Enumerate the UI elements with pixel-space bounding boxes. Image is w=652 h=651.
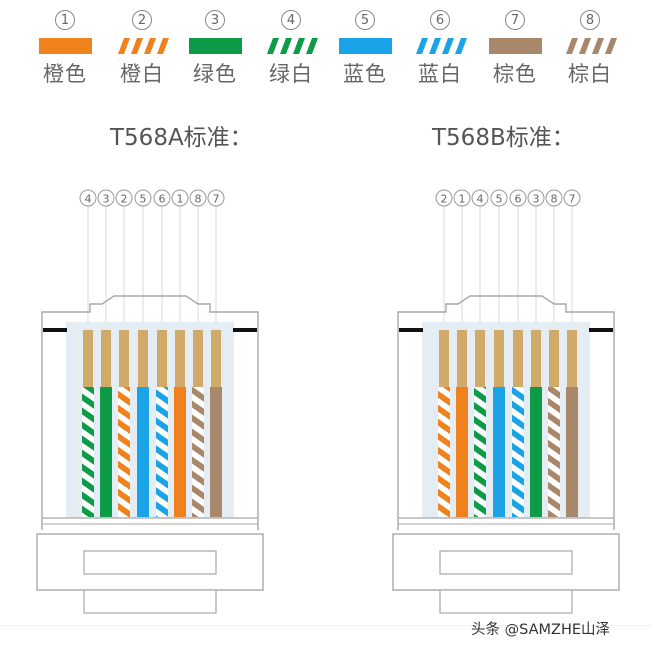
pin-label: 6	[153, 189, 171, 330]
color-legend: 1 橙色 2 橙白 3 绿色 4 绿白 5 蓝色 6 蓝白 7 棕色 8 棕白	[0, 10, 652, 102]
pin-label: 3	[527, 189, 545, 330]
legend-label: 橙白	[120, 62, 164, 86]
svg-text:2: 2	[121, 193, 128, 206]
svg-text:1: 1	[177, 193, 184, 206]
legend-item: 3 绿色	[180, 10, 250, 88]
pin-label: 4	[471, 189, 489, 330]
striped-swatch-icon	[565, 38, 617, 54]
svg-text:6: 6	[159, 193, 166, 206]
pin-label: 2	[435, 189, 453, 330]
svg-text:7: 7	[213, 193, 220, 206]
svg-text:5: 5	[496, 193, 503, 206]
wire-1	[438, 330, 450, 517]
pin-label: 7	[207, 189, 225, 330]
svg-text:6: 6	[515, 193, 522, 206]
wire-5	[156, 330, 168, 517]
svg-text:4: 4	[85, 193, 92, 206]
pin-label: 8	[189, 189, 207, 330]
pin-label: 3	[97, 189, 115, 330]
legend-number: 5	[355, 10, 375, 30]
divider	[0, 625, 652, 626]
wire-3	[118, 330, 130, 517]
striped-swatch-icon	[117, 38, 169, 54]
legend-label: 橙色	[43, 62, 87, 86]
legend-item: 5 蓝色	[330, 10, 400, 88]
svg-text:8: 8	[551, 193, 558, 206]
wire-4	[493, 330, 505, 517]
legend-item: 8 棕白	[555, 10, 625, 88]
legend-item: 7 棕色	[480, 10, 550, 88]
svg-text:4: 4	[477, 193, 484, 206]
pin-label: 1	[171, 189, 189, 330]
legend-label: 棕白	[568, 62, 612, 86]
legend-number: 4	[281, 10, 301, 30]
pin-label: 5	[134, 189, 152, 330]
wire-7	[548, 330, 560, 517]
t568b-title: T568B标准：	[432, 125, 575, 151]
svg-text:3: 3	[533, 193, 540, 206]
pin-label: 8	[545, 189, 563, 330]
svg-text:3: 3	[103, 193, 110, 206]
wire-8	[210, 330, 222, 517]
legend-item: 4 绿白	[256, 10, 326, 88]
pin-label: 1	[453, 189, 471, 330]
wire-6	[174, 330, 186, 517]
svg-text:8: 8	[195, 193, 202, 206]
pin-label: 6	[509, 189, 527, 330]
legend-label: 棕色	[493, 62, 537, 86]
legend-item: 1 橙色	[30, 10, 100, 88]
pin-label: 7	[563, 189, 581, 330]
legend-item: 2 橙白	[107, 10, 177, 88]
wire-2	[100, 330, 112, 517]
solid-swatch-icon	[38, 38, 92, 54]
solid-swatch-icon	[188, 38, 242, 54]
wire-4	[137, 330, 149, 517]
legend-item: 6 蓝白	[405, 10, 475, 88]
legend-label: 蓝色	[343, 62, 387, 86]
svg-text:7: 7	[569, 193, 576, 206]
svg-text:5: 5	[140, 193, 147, 206]
solid-swatch-icon	[488, 38, 542, 54]
wire-6	[530, 330, 542, 517]
wire-5	[512, 330, 524, 517]
wire-3	[474, 330, 486, 517]
wire-2	[456, 330, 468, 517]
legend-number: 2	[132, 10, 152, 30]
legend-number: 6	[430, 10, 450, 30]
striped-swatch-icon	[415, 38, 467, 54]
legend-number: 3	[205, 10, 225, 30]
striped-swatch-icon	[266, 38, 318, 54]
svg-text:2: 2	[441, 193, 448, 206]
pin-label: 5	[490, 189, 508, 330]
watermark: 头条 @SAMZHE山泽	[471, 622, 611, 638]
legend-number: 1	[55, 10, 75, 30]
solid-swatch-icon	[338, 38, 392, 54]
legend-label: 绿色	[193, 62, 237, 86]
wire-8	[566, 330, 578, 517]
legend-number: 7	[505, 10, 525, 30]
pin-label: 4	[79, 189, 97, 330]
wire-1	[82, 330, 94, 517]
pin-label: 2	[115, 189, 133, 330]
legend-label: 蓝白	[418, 62, 462, 86]
legend-label: 绿白	[269, 62, 313, 86]
legend-number: 8	[580, 10, 600, 30]
wire-7	[192, 330, 204, 517]
svg-text:1: 1	[459, 193, 466, 206]
t568a-title: T568A标准：	[110, 125, 253, 151]
